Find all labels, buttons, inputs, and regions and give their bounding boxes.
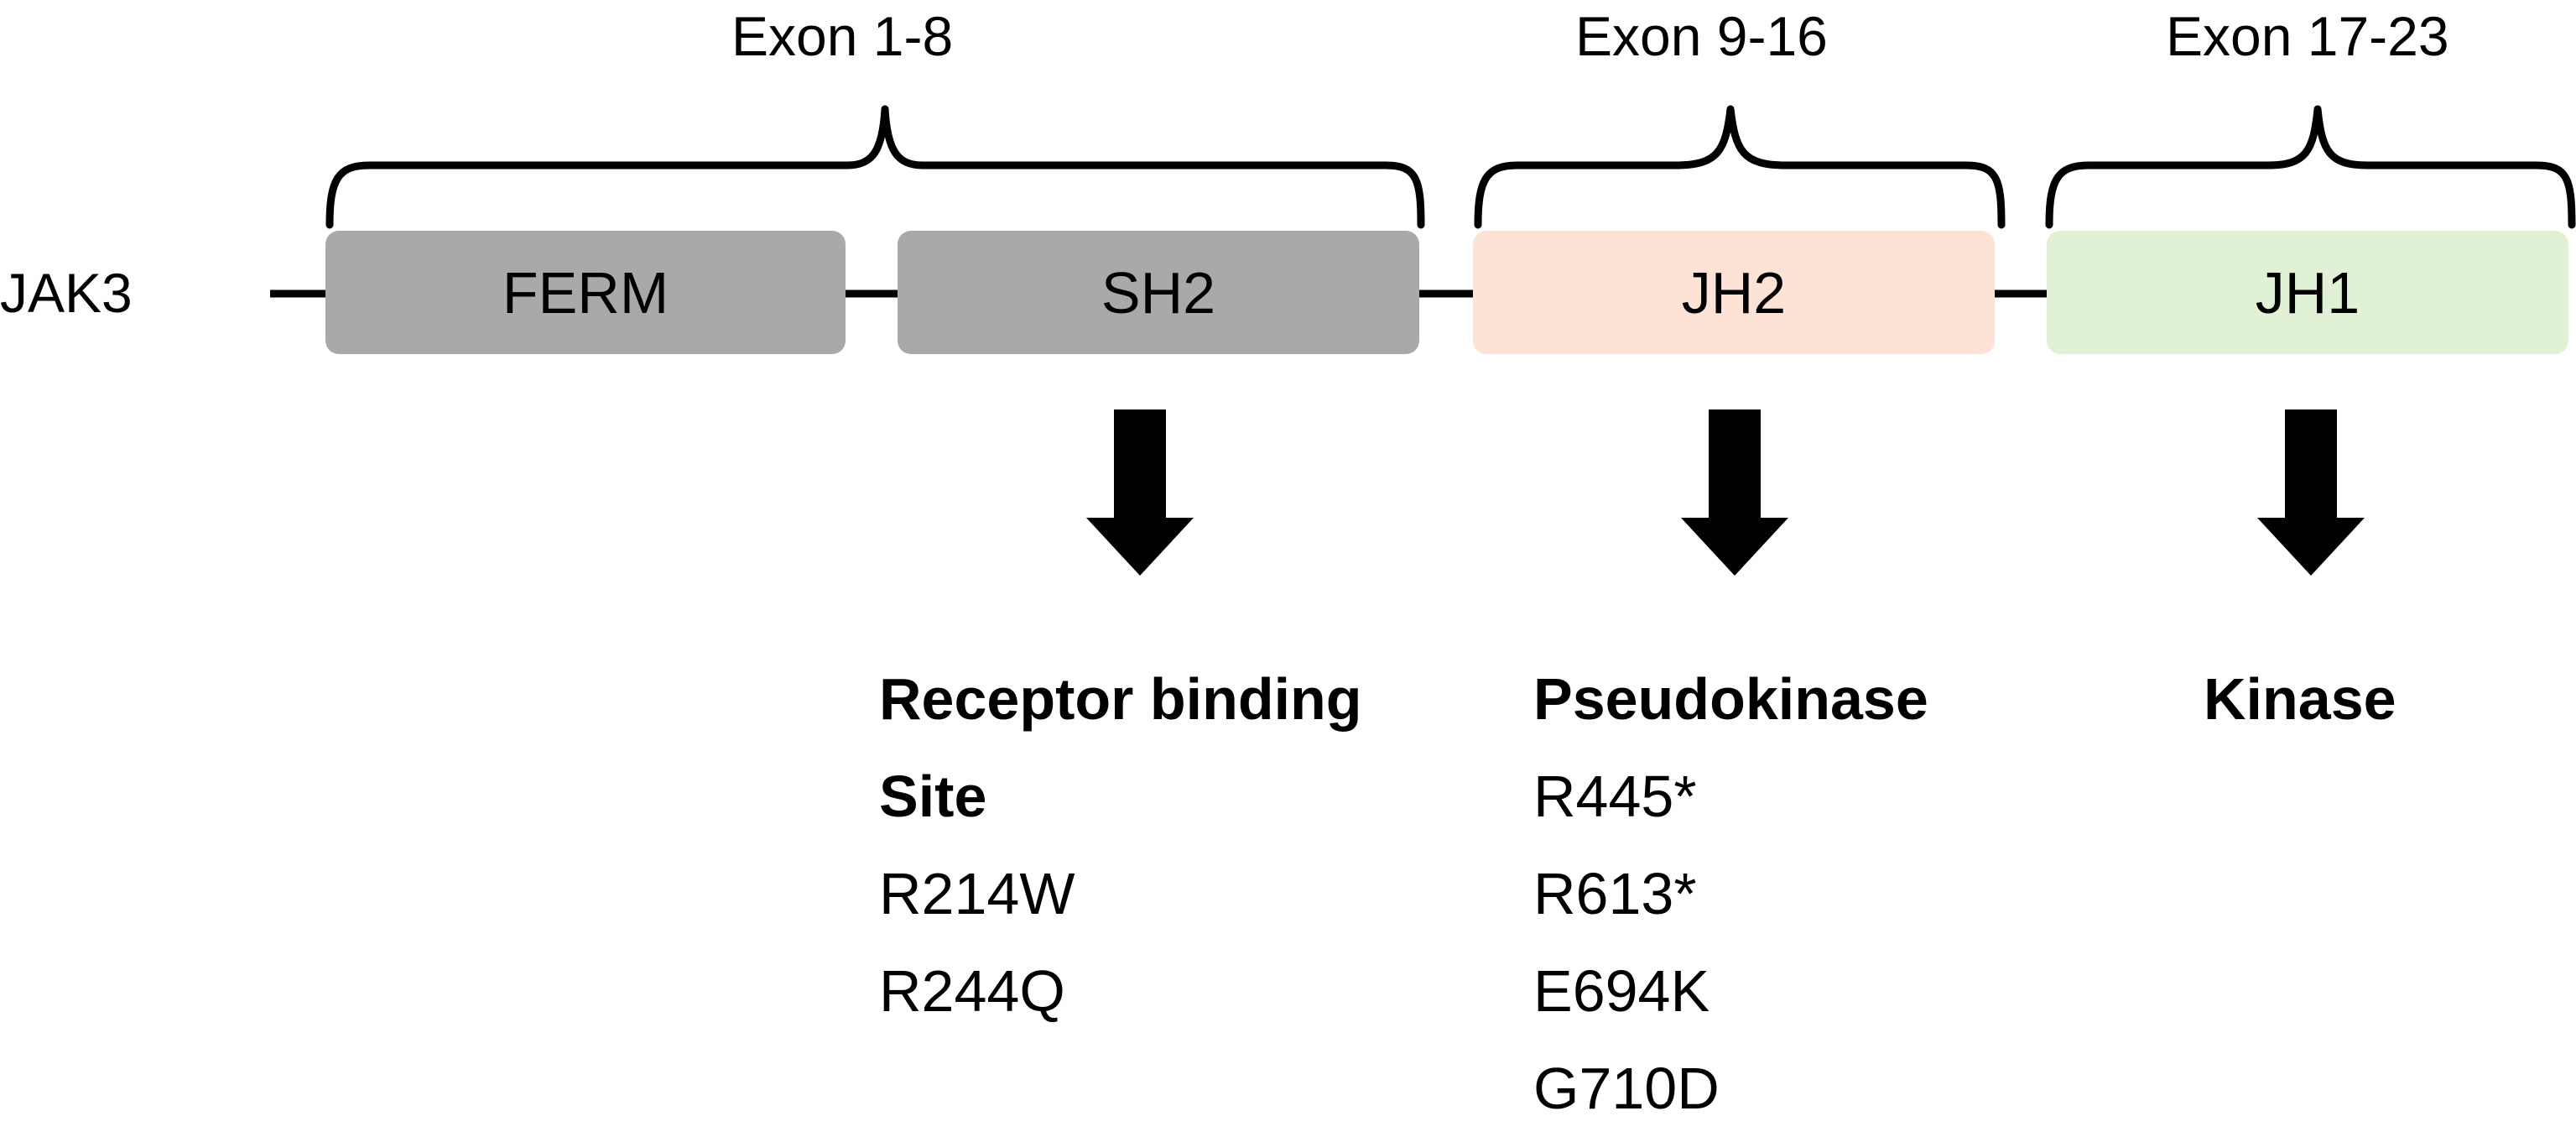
exon-label: Exon 17-23 xyxy=(2166,5,2449,67)
annotation-kinase: Kinase xyxy=(2204,650,2396,748)
mutation-label: E694K xyxy=(1533,958,1710,1024)
arrow-down-icon xyxy=(2257,409,2365,576)
domain-label: SH2 xyxy=(1101,259,1216,326)
mutation-label: G710D xyxy=(1533,1056,1720,1121)
annotation-receptor-binding: Receptor binding Site R214W R244Q xyxy=(879,650,1362,1040)
mutation-label: R445* xyxy=(1533,764,1697,829)
exon-label: Exon 9-16 xyxy=(1575,5,1828,67)
annotation-heading: Kinase xyxy=(2204,666,2396,732)
annotation-pseudokinase: Pseudokinase R445* R613* E694K G710D xyxy=(1533,650,1928,1137)
domain-label: JH2 xyxy=(1681,259,1787,326)
brace-exon-9-16 xyxy=(1474,105,2006,229)
gene-label: JAK3 xyxy=(0,262,133,324)
annotation-heading: Pseudokinase xyxy=(1533,666,1928,732)
annotation-heading: Site xyxy=(879,764,987,829)
domain-jh1: JH1 xyxy=(2047,231,2568,354)
mutation-label: R244Q xyxy=(879,958,1065,1024)
annotation-heading: Receptor binding xyxy=(879,666,1362,732)
arrow-down-icon xyxy=(1681,409,1788,576)
exon-label: Exon 1-8 xyxy=(731,5,954,67)
brace-exon-1-8 xyxy=(325,105,1425,229)
domain-ferm: FERM xyxy=(325,231,846,354)
domain-label: FERM xyxy=(502,259,669,326)
mutation-label: R613* xyxy=(1533,861,1697,926)
domain-sh2: SH2 xyxy=(898,231,1419,354)
mutation-label: R214W xyxy=(879,861,1075,926)
brace-exon-17-23 xyxy=(2045,105,2576,229)
domain-diagram xyxy=(270,105,2576,576)
arrow-down-icon xyxy=(1086,409,1194,576)
domain-label: JH1 xyxy=(2255,259,2360,326)
domain-jh2: JH2 xyxy=(1473,231,1995,354)
